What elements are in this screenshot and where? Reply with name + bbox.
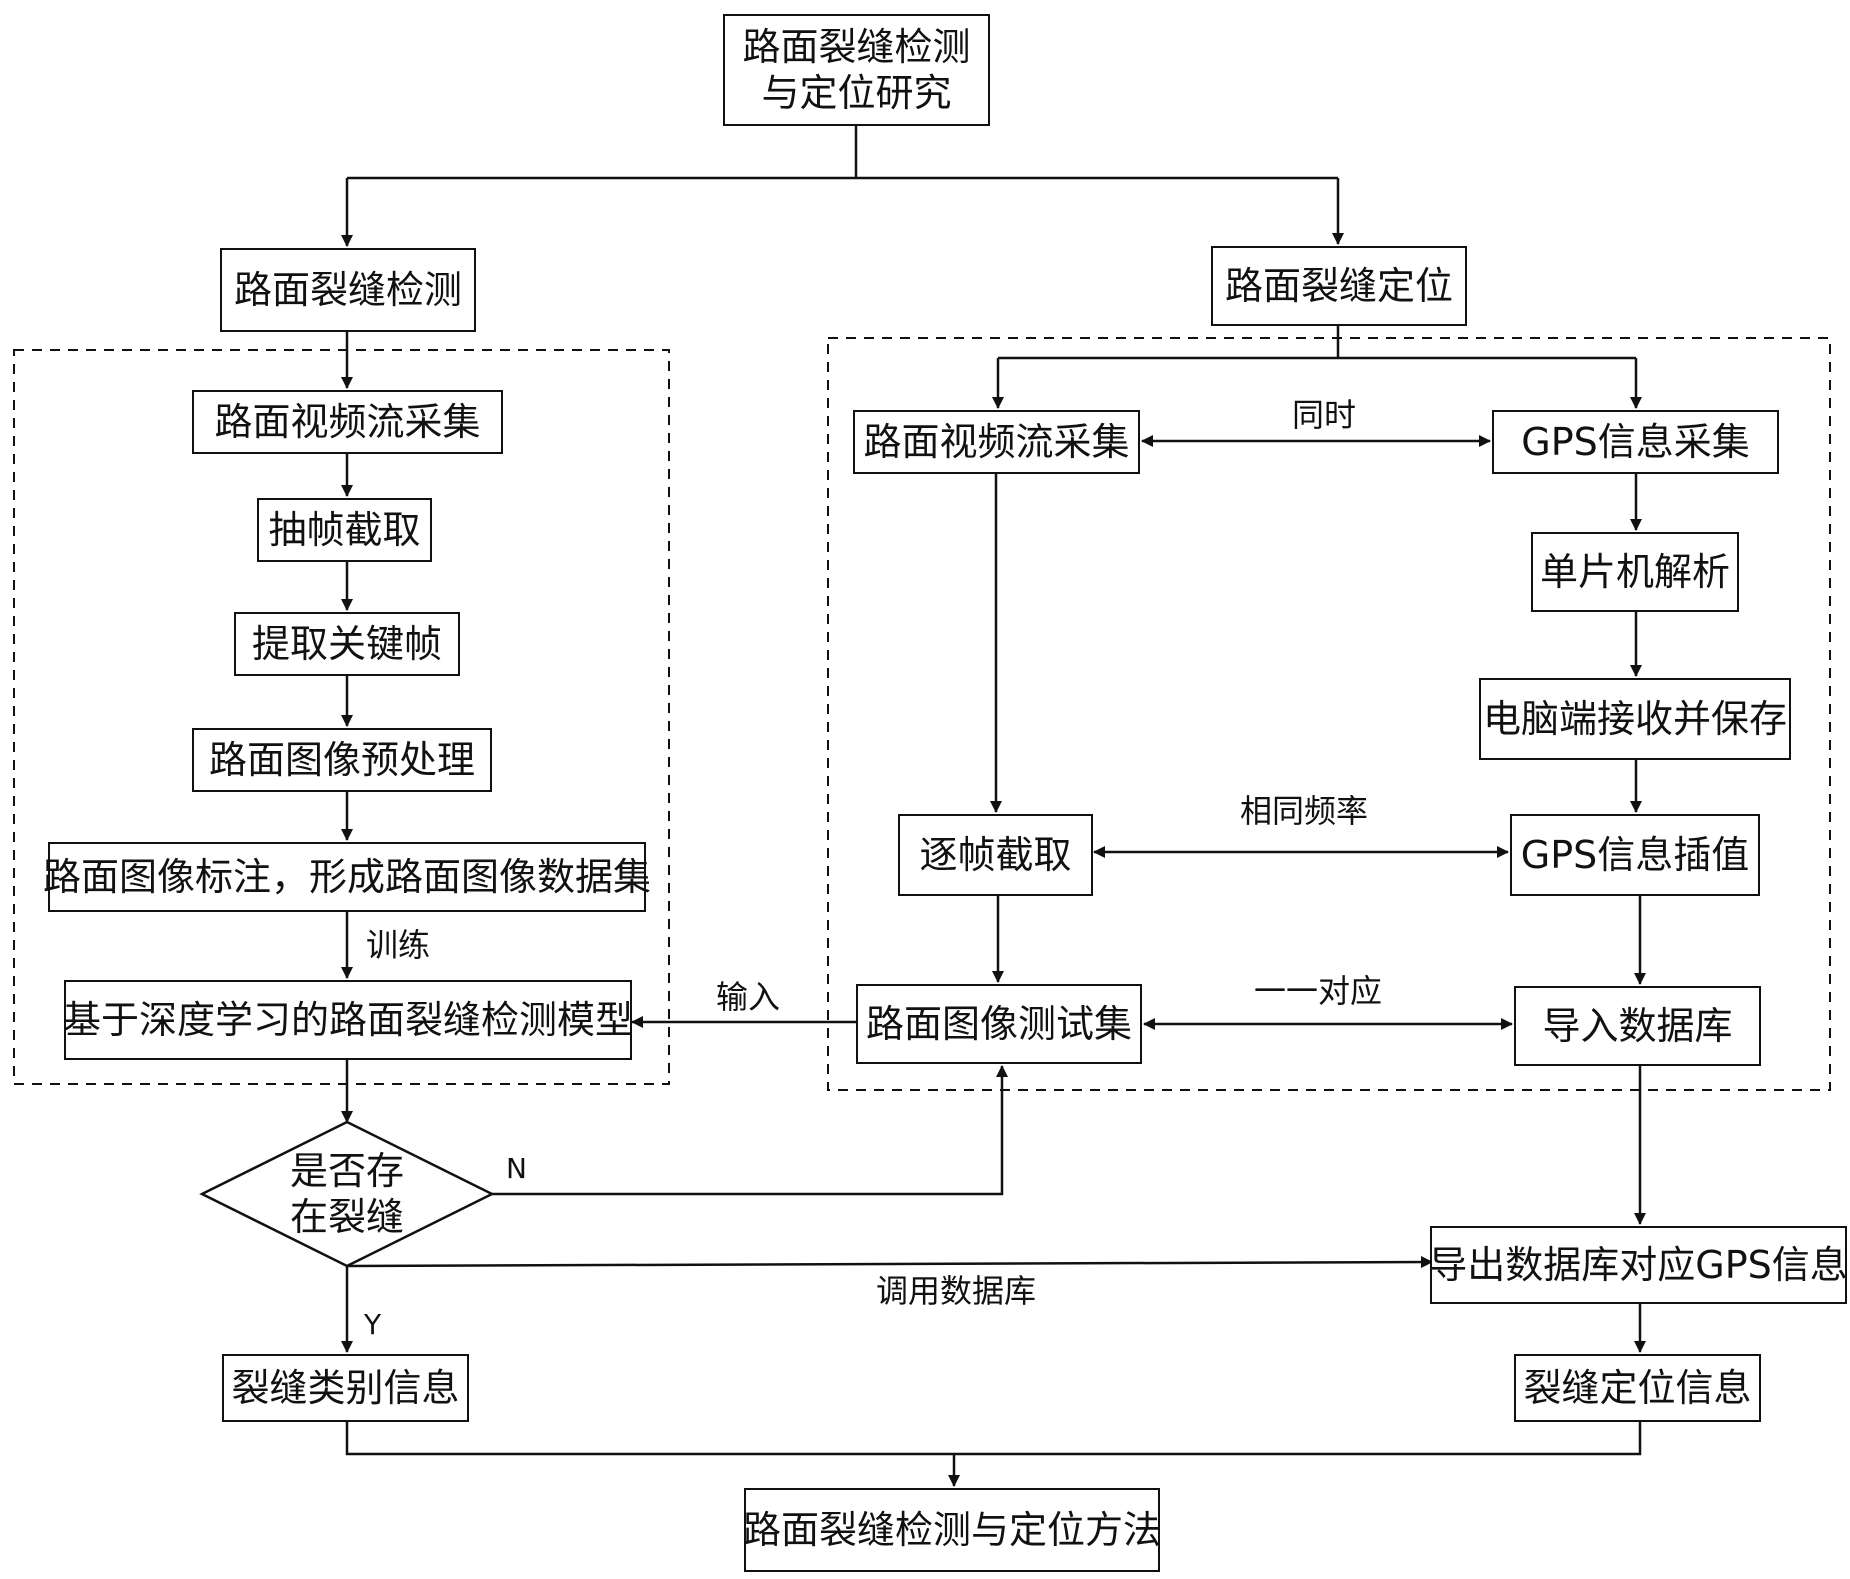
- label-no: N: [506, 1152, 527, 1185]
- arrow-call-db: [346, 1256, 1433, 1269]
- node-final: 路面裂缝检测与定位方法: [743, 1488, 1161, 1572]
- node-right-testset: 路面图像测试集: [856, 984, 1142, 1064]
- node-right-video: 路面视频流采集: [853, 410, 1140, 474]
- label-input: 输入: [716, 978, 781, 1016]
- node-right-gps: GPS信息采集: [1492, 410, 1779, 474]
- node-left-preprocess: 路面图像预处理: [192, 728, 492, 792]
- node-locate: 路面裂缝定位: [1211, 246, 1467, 326]
- label-yes: Y: [364, 1308, 382, 1341]
- node-root: 路面裂缝检测 与定位研究: [723, 14, 990, 126]
- node-left-model: 基于深度学习的路面裂缝检测模型: [63, 980, 633, 1060]
- decision-diamond: [199, 1120, 495, 1268]
- node-left-video: 路面视频流采集: [192, 390, 503, 454]
- node-left-keyframe: 提取关键帧: [234, 612, 460, 676]
- node-right-export: 导出数据库对应GPS信息: [1429, 1226, 1848, 1304]
- connector-locate-bar: [998, 326, 1636, 360]
- node-decision-label: 是否存 在裂缝: [289, 1149, 404, 1239]
- node-crack-location: 裂缝定位信息: [1514, 1354, 1761, 1422]
- label-same-frequency: 相同频率: [1240, 792, 1369, 830]
- label-call-database: 调用数据库: [876, 1272, 1037, 1310]
- label-one-to-one: 一一对应: [1254, 972, 1383, 1010]
- node-right-frame: 逐帧截取: [898, 814, 1093, 896]
- connector-merge: [345, 1422, 1642, 1456]
- node-right-interp: GPS信息插值: [1510, 814, 1760, 896]
- node-left-annotate: 路面图像标注，形成路面图像数据集: [43, 842, 651, 912]
- node-crack-type: 裂缝类别信息: [222, 1354, 469, 1422]
- label-simultaneous: 同时: [1292, 396, 1357, 434]
- left-dashed-group: [13, 349, 670, 1085]
- arrow-decision-no: [492, 1065, 1008, 1196]
- label-train: 训练: [366, 926, 431, 964]
- node-detect: 路面裂缝检测: [220, 248, 476, 332]
- node-right-import: 导入数据库: [1514, 986, 1761, 1066]
- right-dashed-group: [827, 337, 1831, 1091]
- node-right-mcu: 单片机解析: [1531, 532, 1739, 612]
- node-right-pc: 电脑端接收并保存: [1479, 678, 1791, 760]
- node-left-extract: 抽帧截取: [257, 498, 432, 562]
